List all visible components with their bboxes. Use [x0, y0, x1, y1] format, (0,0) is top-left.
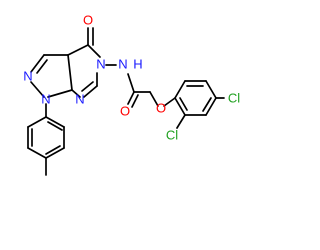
- atom-cl-ortho: Cl: [166, 127, 178, 142]
- bond-tol-4: [27, 147, 47, 159]
- bond-ar-6: [174, 97, 186, 116]
- bond-tol-1-double: [47, 121, 63, 131]
- bond-tol-3-double: [45, 145, 61, 155]
- atom-h-amide: H: [133, 56, 142, 71]
- bond-tol-1: [45, 116, 65, 128]
- bond-c4-n5: [87, 44, 101, 58]
- bond-n1-c7a: [47, 89, 73, 98]
- bond-c6-n7: [83, 85, 98, 98]
- bond-nh-camide: [127, 73, 135, 93]
- bond-c3a-c4: [67, 44, 89, 56]
- bond-ar-3: [205, 80, 217, 99]
- bond-ar-cl-ortho: [176, 114, 186, 129]
- bond-ar-1: [174, 80, 186, 99]
- molecule-structure: O N N H N N N O O Cl Cl: [23, 12, 240, 176]
- bond-n7-c7a: [71, 89, 81, 98]
- bond-camide-o-double: [131, 94, 139, 108]
- atom-n7-ring: N: [75, 91, 84, 106]
- atom-o-carbonyl-pyrimidinone: O: [83, 12, 93, 27]
- bond-tol-3: [45, 147, 65, 159]
- bond-c3-n2: [30, 54, 45, 73]
- atom-cl-para: Cl: [228, 90, 240, 105]
- bond-c3-n2-double: [36, 59, 48, 74]
- bond-ar-4-double: [202, 97, 212, 112]
- bond-camide-o: [127, 91, 135, 105]
- bond-ar-6-double: [179, 97, 188, 111]
- bond-oether-ar: [163, 97, 176, 107]
- atom-o-amide: O: [120, 103, 130, 118]
- bond-ch2-oether: [149, 91, 159, 107]
- bond-n2-n1: [30, 81, 45, 98]
- bond-ar-4: [205, 97, 217, 116]
- atom-n5-ring: N: [96, 56, 105, 71]
- atom-labels: O N N H N N N O O Cl Cl: [23, 12, 240, 142]
- atom-n-amide: N: [118, 56, 127, 71]
- atom-n-pyrazole-2: N: [23, 68, 32, 83]
- atom-o-ether: O: [156, 100, 166, 115]
- bond-c3a-c7a: [67, 54, 73, 91]
- bond-tol-6: [27, 116, 47, 128]
- atom-n-pyrazole-1: N: [41, 91, 50, 106]
- bonds: [27, 27, 225, 176]
- bond-c6-n7-double: [81, 81, 94, 92]
